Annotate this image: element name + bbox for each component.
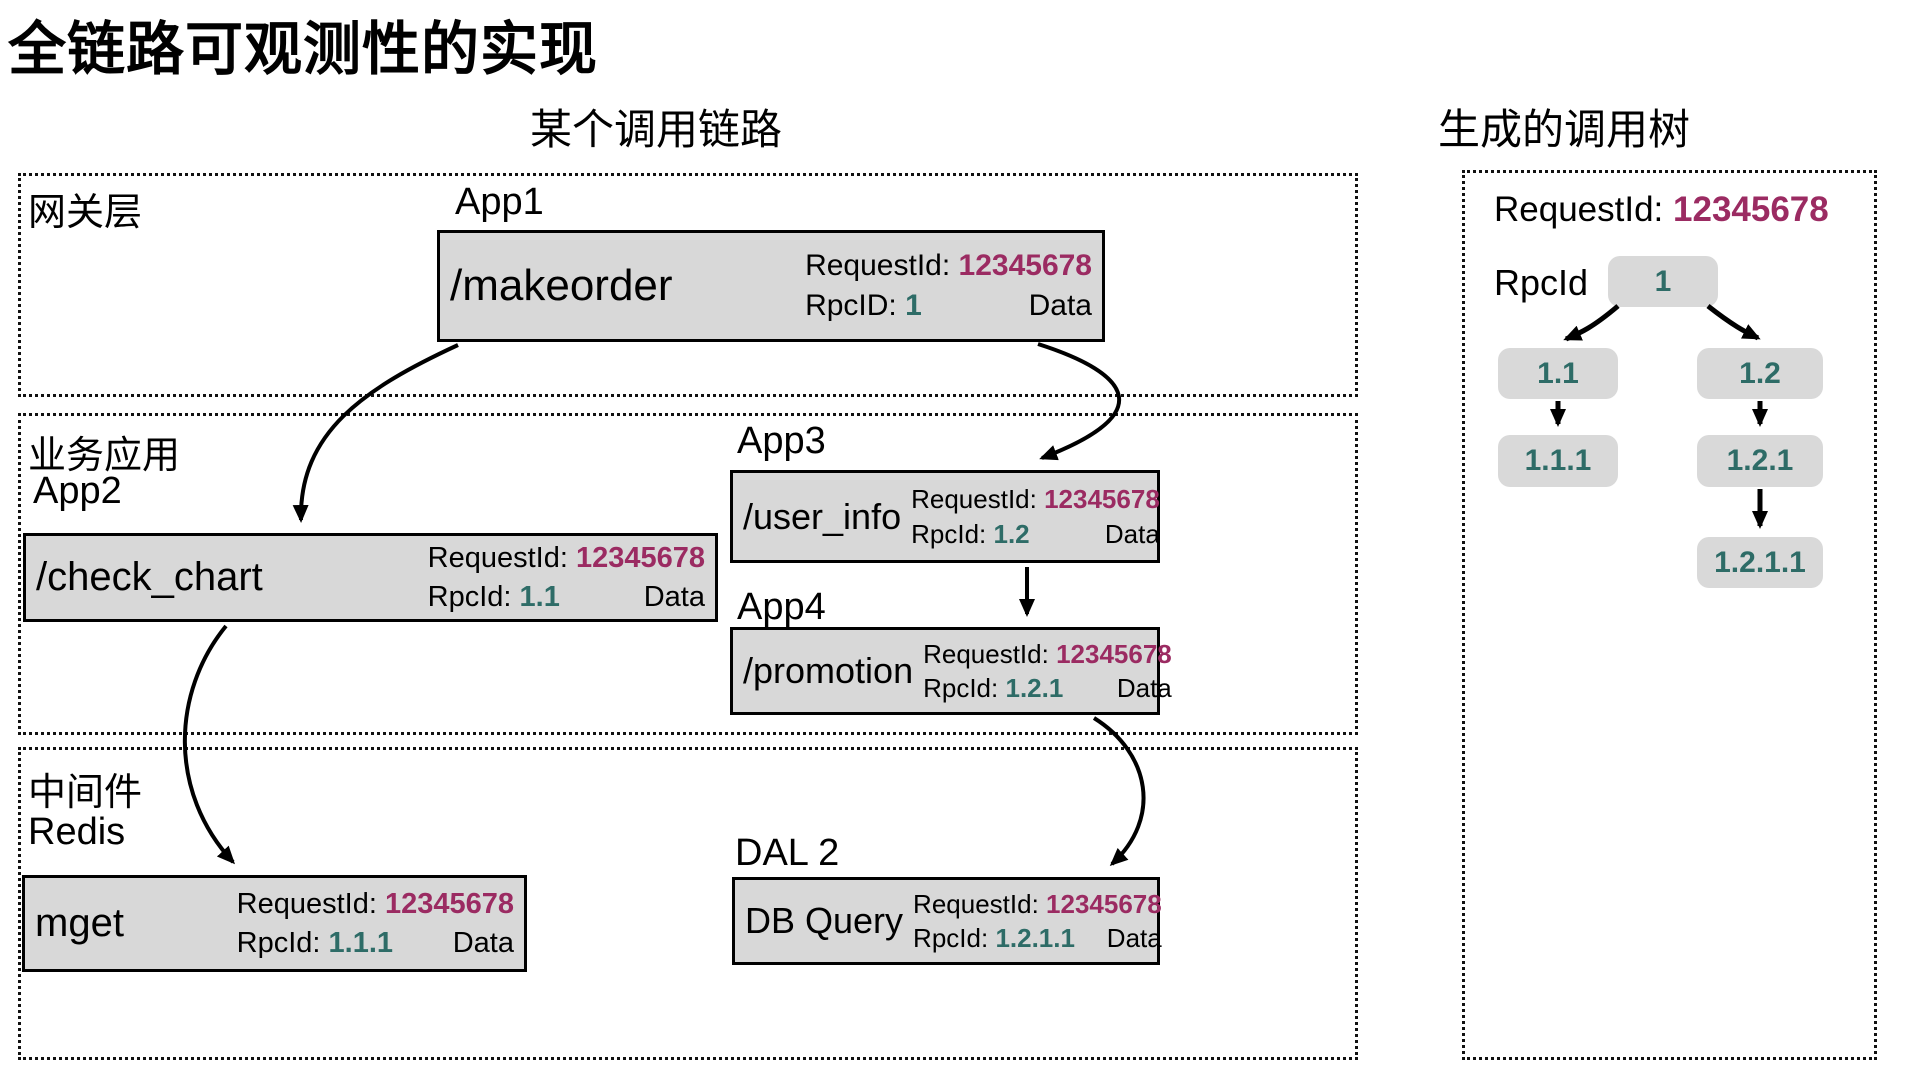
app2-checkchart-box: /check_chart RequestId: 12345678 RpcId: …: [23, 533, 718, 622]
requestid-value: 12345678: [575, 542, 705, 575]
data-label: Data: [1106, 923, 1162, 953]
requestid-value: 12345678: [1046, 888, 1162, 919]
rpcid-label: RpcId:: [911, 518, 987, 549]
data-label: Data: [452, 926, 514, 959]
rpcid-label: RpcID:: [805, 289, 897, 322]
rpcid-label: RpcId:: [236, 926, 321, 959]
dal2-label: DAL 2: [735, 832, 840, 874]
app1-label: App1: [455, 181, 544, 223]
app2-meta: RequestId: 12345678 RpcId: 1.1 Data: [428, 539, 705, 616]
data-label: Data: [1116, 673, 1172, 703]
rpcid-value: 1.2.1.1: [995, 923, 1075, 953]
app4-endpoint: /promotion: [743, 650, 914, 691]
data-label: Data: [1104, 518, 1160, 549]
app4-meta: RequestId: 12345678 RpcId: 1.2.1 Data: [923, 637, 1172, 706]
requestid-value: 12345678: [1044, 484, 1160, 515]
tree-node-1-2: 1.2: [1697, 348, 1823, 399]
tree-node-1-2-1: 1.2.1: [1697, 435, 1823, 487]
rpcid-value: 1.1: [519, 580, 560, 613]
tree-requestid-value: 12345678: [1673, 190, 1829, 229]
dbquery-endpoint: DB Query: [745, 900, 904, 941]
rpcid-label: RpcId:: [427, 580, 512, 613]
requestid-label: RequestId:: [427, 542, 568, 575]
rpcid-value: 1.2.1: [1005, 673, 1064, 703]
call-chain-subtitle: 某个调用链路: [530, 106, 783, 153]
dal2-dbquery-box: DB Query RequestId: 12345678 RpcId: 1.2.…: [732, 877, 1162, 965]
data-label: Data: [643, 580, 705, 613]
tree-node-1-1-1: 1.1.1: [1498, 435, 1618, 487]
mget-rpcid-row: RpcId: 1.1.1 Data: [237, 924, 514, 962]
tree-node-1-1: 1.1: [1498, 348, 1618, 399]
dbquery-meta: RequestId: 12345678 RpcId: 1.2.1.1 Data: [913, 887, 1162, 956]
requestid-value: 12345678: [384, 888, 514, 921]
mget-endpoint: mget: [35, 901, 124, 945]
app3-endpoint: /user_info: [743, 495, 902, 537]
rpcid-label: RpcId:: [913, 923, 989, 953]
redis-mget-box: mget RequestId: 12345678 RpcId: 1.1.1 Da…: [22, 875, 527, 972]
call-tree-subtitle: 生成的调用树: [1438, 106, 1691, 153]
app2-endpoint: /check_chart: [36, 555, 263, 599]
tree-node-1: 1: [1608, 256, 1718, 307]
tree-requestid: RequestId: 12345678: [1494, 190, 1829, 230]
app2-requestid-row: RequestId: 12345678: [428, 539, 705, 577]
app1-endpoint: /makeorder: [450, 261, 673, 310]
dbquery-requestid-row: RequestId: 12345678: [913, 887, 1162, 921]
rpcid-value: 1.1.1: [328, 926, 394, 959]
requestid-value: 12345678: [958, 249, 1092, 283]
app3-userinfo-box: /user_info RequestId: 12345678 RpcId: 1.…: [730, 470, 1160, 563]
gateway-layer-label: 网关层: [28, 192, 143, 234]
app3-meta: RequestId: 12345678 RpcId: 1.2 Data: [911, 482, 1160, 551]
middleware-layer-label: 中间件: [28, 772, 143, 814]
business-layer-panel: [18, 413, 1358, 735]
app4-rpcid-row: RpcId: 1.2.1 Data: [923, 671, 1172, 705]
app4-requestid-row: RequestId: 12345678: [923, 637, 1172, 671]
app2-label: App2: [33, 470, 122, 512]
app3-label: App3: [737, 420, 826, 462]
requestid-label: RequestId:: [923, 638, 1049, 669]
requestid-label: RequestId:: [911, 484, 1037, 515]
mget-requestid-row: RequestId: 12345678: [237, 885, 514, 923]
call-tree-panel: [1462, 170, 1877, 1060]
requestid-value: 12345678: [1056, 638, 1172, 669]
data-label: Data: [1028, 289, 1092, 322]
app1-makeorder-box: /makeorder RequestId: 12345678 RpcID: 1 …: [437, 230, 1105, 342]
app4-promotion-box: /promotion RequestId: 12345678 RpcId: 1.…: [730, 627, 1172, 715]
rpcid-label: RpcId:: [923, 673, 999, 703]
requestid-label: RequestId:: [236, 888, 377, 921]
tree-rpcid-label: RpcId: [1494, 262, 1589, 303]
requestid-label: RequestId:: [805, 249, 951, 283]
redis-label: Redis: [28, 811, 126, 853]
app2-rpcid-row: RpcId: 1.1 Data: [428, 578, 705, 616]
requestid-label: RequestId:: [913, 888, 1039, 919]
app3-rpcid-row: RpcId: 1.2 Data: [911, 517, 1160, 551]
gateway-layer-panel: [18, 173, 1358, 397]
business-layer-label: 业务应用: [28, 435, 181, 477]
tree-node-1-2-1-1: 1.2.1.1: [1697, 537, 1823, 588]
mget-meta: RequestId: 12345678 RpcId: 1.1.1 Data: [237, 885, 514, 962]
rpcid-value: 1: [905, 289, 922, 322]
app1-meta: RequestId: 12345678 RpcID: 1 Data: [805, 246, 1092, 325]
middleware-layer-panel: [18, 747, 1358, 1060]
page-title: 全链路可观测性的实现: [8, 17, 599, 82]
app4-label: App4: [737, 586, 826, 628]
app1-requestid-row: RequestId: 12345678: [805, 246, 1092, 286]
rpcid-value: 1.2: [993, 518, 1030, 549]
app3-requestid-row: RequestId: 12345678: [911, 482, 1160, 516]
tree-requestid-label: RequestId:: [1494, 190, 1664, 229]
app1-rpcid-row: RpcID: 1 Data: [805, 286, 1092, 326]
dbquery-rpcid-row: RpcId: 1.2.1.1 Data: [913, 921, 1162, 955]
